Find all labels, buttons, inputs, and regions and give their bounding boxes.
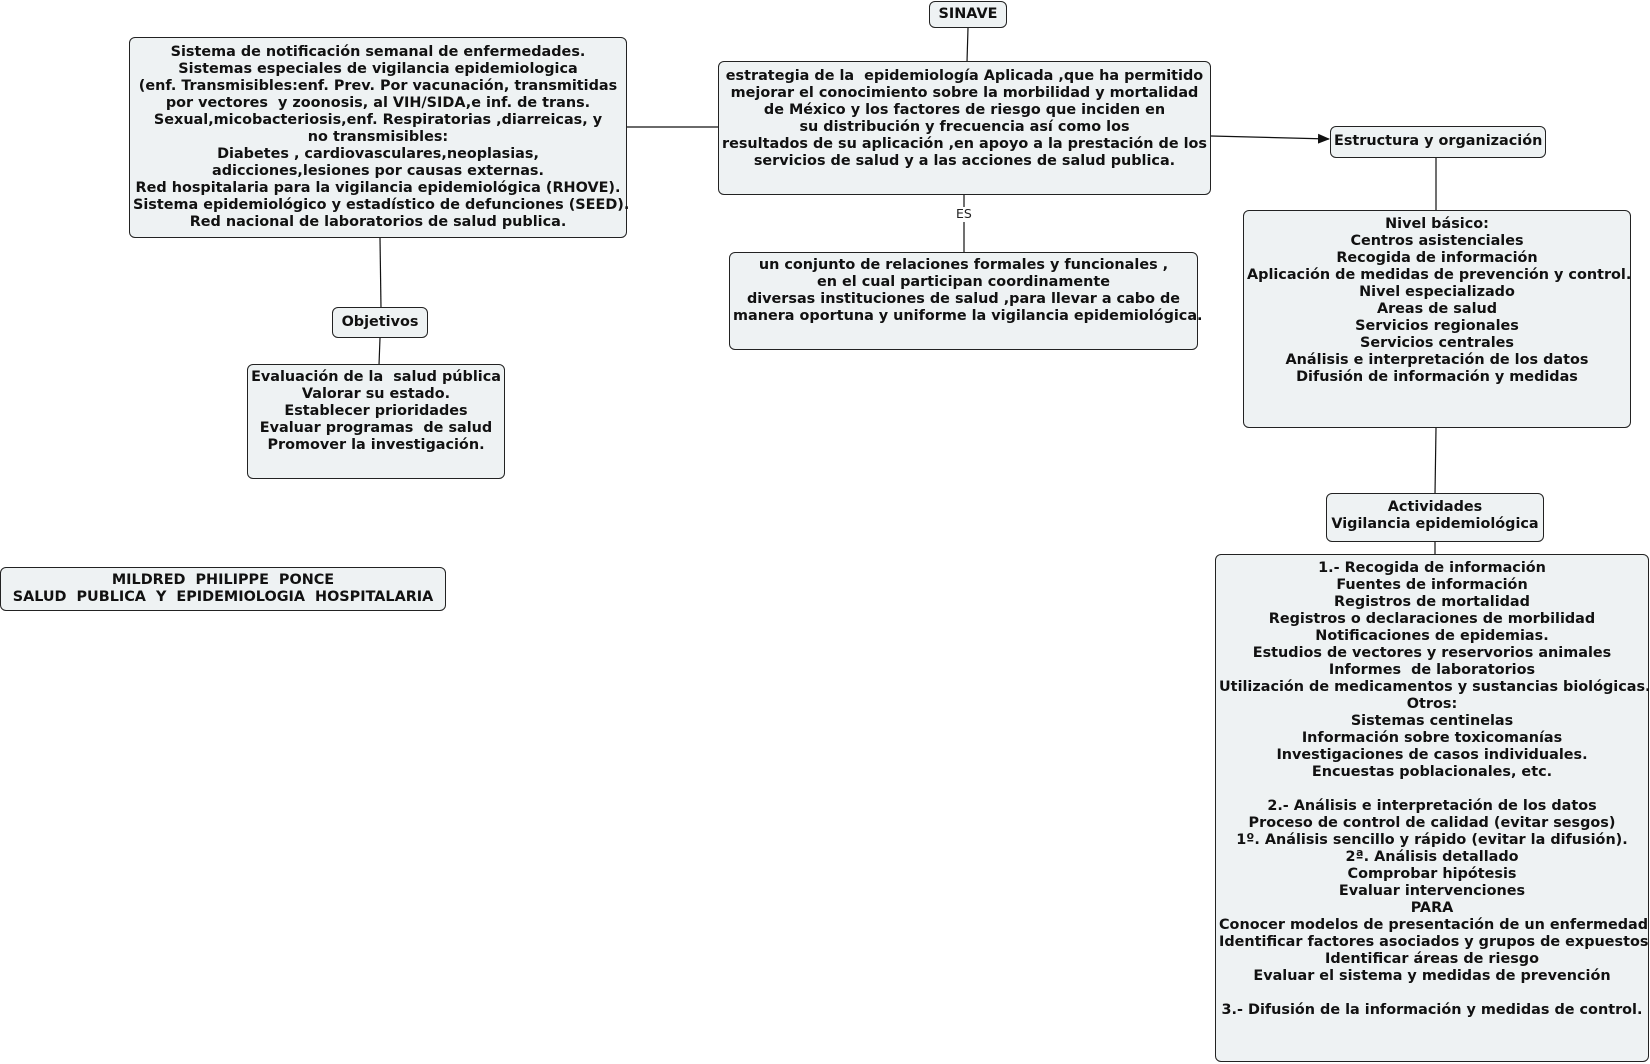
node-line: Otros: — [1406, 696, 1458, 712]
connector-systems-objetivos — [379, 237, 382, 309]
node-line: Informes de laboratorios — [1328, 662, 1536, 678]
connector-niveles-actividades — [1434, 427, 1437, 495]
node-line: Areas de salud — [1376, 301, 1498, 317]
node-line: Notificaciones de epidemias. — [1315, 628, 1549, 644]
node-line: (enf. Transmisibles:enf. Prev. Por vacun… — [138, 78, 618, 94]
node-line: Evaluar intervenciones — [1338, 883, 1526, 899]
node-line: Estudios de vectores y reservorios anima… — [1252, 645, 1612, 661]
node-line: Sistemas centinelas — [1350, 713, 1514, 729]
node-line: 3.- Difusión de la información y medidas… — [1221, 1002, 1643, 1018]
node-line: Registros o declaraciones de morbilidad — [1268, 611, 1596, 627]
node-line: Identificar factores asociados y grupos … — [1219, 934, 1649, 950]
node-line: Servicios centrales — [1360, 335, 1514, 351]
node-line: Sistemas especiales de vigilancia epidem… — [178, 61, 578, 77]
node-line: adicciones,lesiones por causas externas. — [212, 163, 544, 179]
node-line: 2ª. Análisis detallado — [1345, 849, 1519, 865]
node-line: estrategia de la epidemiología Aplicada … — [725, 68, 1204, 84]
node-line: servicios de salud y a las acciones de s… — [753, 153, 1176, 169]
node-line: Identificar áreas de riesgo — [1325, 951, 1539, 967]
node-line: SINAVE — [938, 6, 998, 22]
node-line: no transmisibles: — [307, 129, 449, 145]
node-line: Vigilancia epidemiológica — [1331, 516, 1539, 532]
node-line: por vectores y zoonosis, al VIH/SIDA,e i… — [165, 95, 591, 111]
node-line: 1.- Recogida de información — [1318, 560, 1546, 576]
node-line — [1219, 985, 1645, 1002]
link-label-es: ES — [955, 206, 973, 221]
node-line: Establecer prioridades — [284, 403, 468, 419]
node-line: mejorar el conocimiento sobre la morbili… — [730, 85, 1199, 101]
node-line: resultados de su aplicación ,en apoyo a … — [722, 136, 1207, 152]
node-line: Utilización de medicamentos y sustancias… — [1219, 679, 1650, 695]
node-line: Red nacional de laboratorios de salud pu… — [189, 214, 567, 230]
node-line: Investigaciones de casos individuales. — [1276, 747, 1588, 763]
node-line: Objetivos — [341, 314, 419, 330]
node-line: Valorar su estado. — [301, 386, 451, 402]
node-notification-systems[interactable]: Sistema de notificación semanal de enfer… — [129, 37, 630, 238]
node-line: manera oportuna y uniforme la vigilancia… — [733, 308, 1203, 324]
node-line: Fuentes de información — [1336, 577, 1528, 593]
node-line: PARA — [1410, 900, 1454, 916]
node-line: Evaluar el sistema y medidas de prevenci… — [1253, 968, 1611, 984]
node-line: Actividades — [1387, 499, 1483, 515]
node-line — [1219, 781, 1645, 798]
connector-sinave-strategy — [966, 27, 969, 63]
node-sinave[interactable]: SINAVE — [929, 1, 1007, 28]
connector-strategy-estructura — [1210, 133, 1330, 144]
node-line: 2.- Análisis e interpretación de los dat… — [1267, 798, 1597, 814]
node-line: Nivel especializado — [1359, 284, 1515, 300]
node-line: en el cual participan coordinamente — [816, 274, 1111, 290]
node-line: Sexual,micobacteriosis,enf. Respiratoria… — [153, 112, 603, 128]
node-line: MILDRED PHILIPPE PONCE — [111, 572, 335, 588]
node-line: Diabetes , cardiovasculares,neoplasias, — [217, 146, 539, 162]
node-line: Promover la investigación. — [267, 437, 485, 453]
node-line: Recogida de información — [1336, 250, 1538, 266]
node-line: Difusión de información y medidas — [1296, 369, 1578, 385]
node-line: Sistema de notificación semanal de enfer… — [170, 44, 586, 60]
node-line: Estructura y organización — [1334, 133, 1543, 149]
node-line: Proceso de control de calidad (evitar se… — [1248, 815, 1616, 831]
node-line: Análisis e interpretación de los datos — [1285, 352, 1589, 368]
node-line: Evaluar programas de salud — [259, 420, 493, 436]
node-definition[interactable]: un conjunto de relaciones formales y fun… — [729, 252, 1203, 350]
node-line: Red hospitalaria para la vigilancia epid… — [135, 180, 621, 196]
node-line: Servicios regionales — [1355, 318, 1519, 334]
connector-objetivos-list — [378, 337, 381, 366]
node-line: Registros de mortalidad — [1334, 594, 1530, 610]
node-objetivos[interactable]: Objetivos — [332, 307, 428, 338]
node-line: de México y los factores de riesgo que i… — [763, 102, 1166, 118]
node-line: 1º. Análisis sencillo y rápido (evitar l… — [1236, 832, 1628, 848]
node-line: Comprobar hipótesis — [1347, 866, 1517, 882]
node-line: Centros asistenciales — [1350, 233, 1524, 249]
node-line: Información sobre toxicomanías — [1301, 730, 1563, 746]
node-line: SALUD PUBLICA Y EPIDEMIOLOGIA HOSPITALAR… — [12, 589, 434, 605]
node-line: un conjunto de relaciones formales y fun… — [758, 257, 1169, 273]
node-line: Aplicación de medidas de prevención y co… — [1247, 267, 1632, 283]
node-line: Nivel básico: — [1385, 216, 1489, 232]
node-line: Encuestas poblacionales, etc. — [1311, 764, 1553, 780]
node-line: Conocer modelos de presentación de un en… — [1219, 917, 1649, 933]
node-strategy[interactable]: estrategia de la epidemiología Aplicada … — [718, 61, 1211, 195]
node-line: Evaluación de la salud pública — [251, 369, 501, 385]
node-line: diversas instituciones de salud ,para ll… — [746, 291, 1181, 307]
node-line: su distribución y frecuencia así como lo… — [799, 119, 1130, 135]
node-estructura[interactable]: Estructura y organización — [1330, 126, 1546, 158]
node-line: Sistema epidemiológico y estadístico de … — [133, 197, 630, 213]
